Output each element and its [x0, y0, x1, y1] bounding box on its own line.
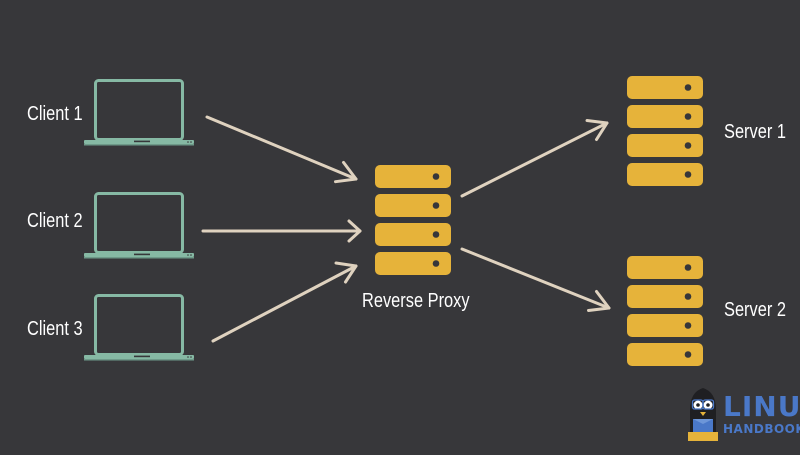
logo-line-linux: LINUX: [723, 390, 800, 423]
client-1-label: Client 1: [27, 103, 83, 125]
proxy-server-icon: [375, 165, 451, 275]
server-2-label: Server 2: [724, 299, 786, 321]
server-1-label: Server 1: [724, 121, 786, 143]
server-1-rack-icon: [627, 76, 703, 186]
client-2-laptop-icon: [82, 192, 196, 260]
penguin-icon: [688, 388, 718, 441]
server-2-rack-icon: [627, 256, 703, 366]
arrow-proxy-to-server2: [460, 247, 611, 312]
client-3-laptop-icon: [82, 294, 196, 362]
arrow-client1-to-proxy: [205, 115, 358, 184]
arrow-proxy-to-server1: [460, 119, 609, 198]
client-3-label: Client 3: [27, 318, 83, 340]
linux-handbook-logo: LINUX HANDBOOK: [723, 390, 800, 436]
logo-line-handbook: HANDBOOK: [723, 422, 800, 436]
reverse-proxy-label: Reverse Proxy: [362, 290, 470, 312]
client-1-laptop-icon: [82, 79, 196, 147]
client-2-label: Client 2: [27, 210, 83, 232]
arrow-client2-to-proxy: [201, 219, 362, 243]
arrow-client3-to-proxy: [211, 261, 358, 343]
